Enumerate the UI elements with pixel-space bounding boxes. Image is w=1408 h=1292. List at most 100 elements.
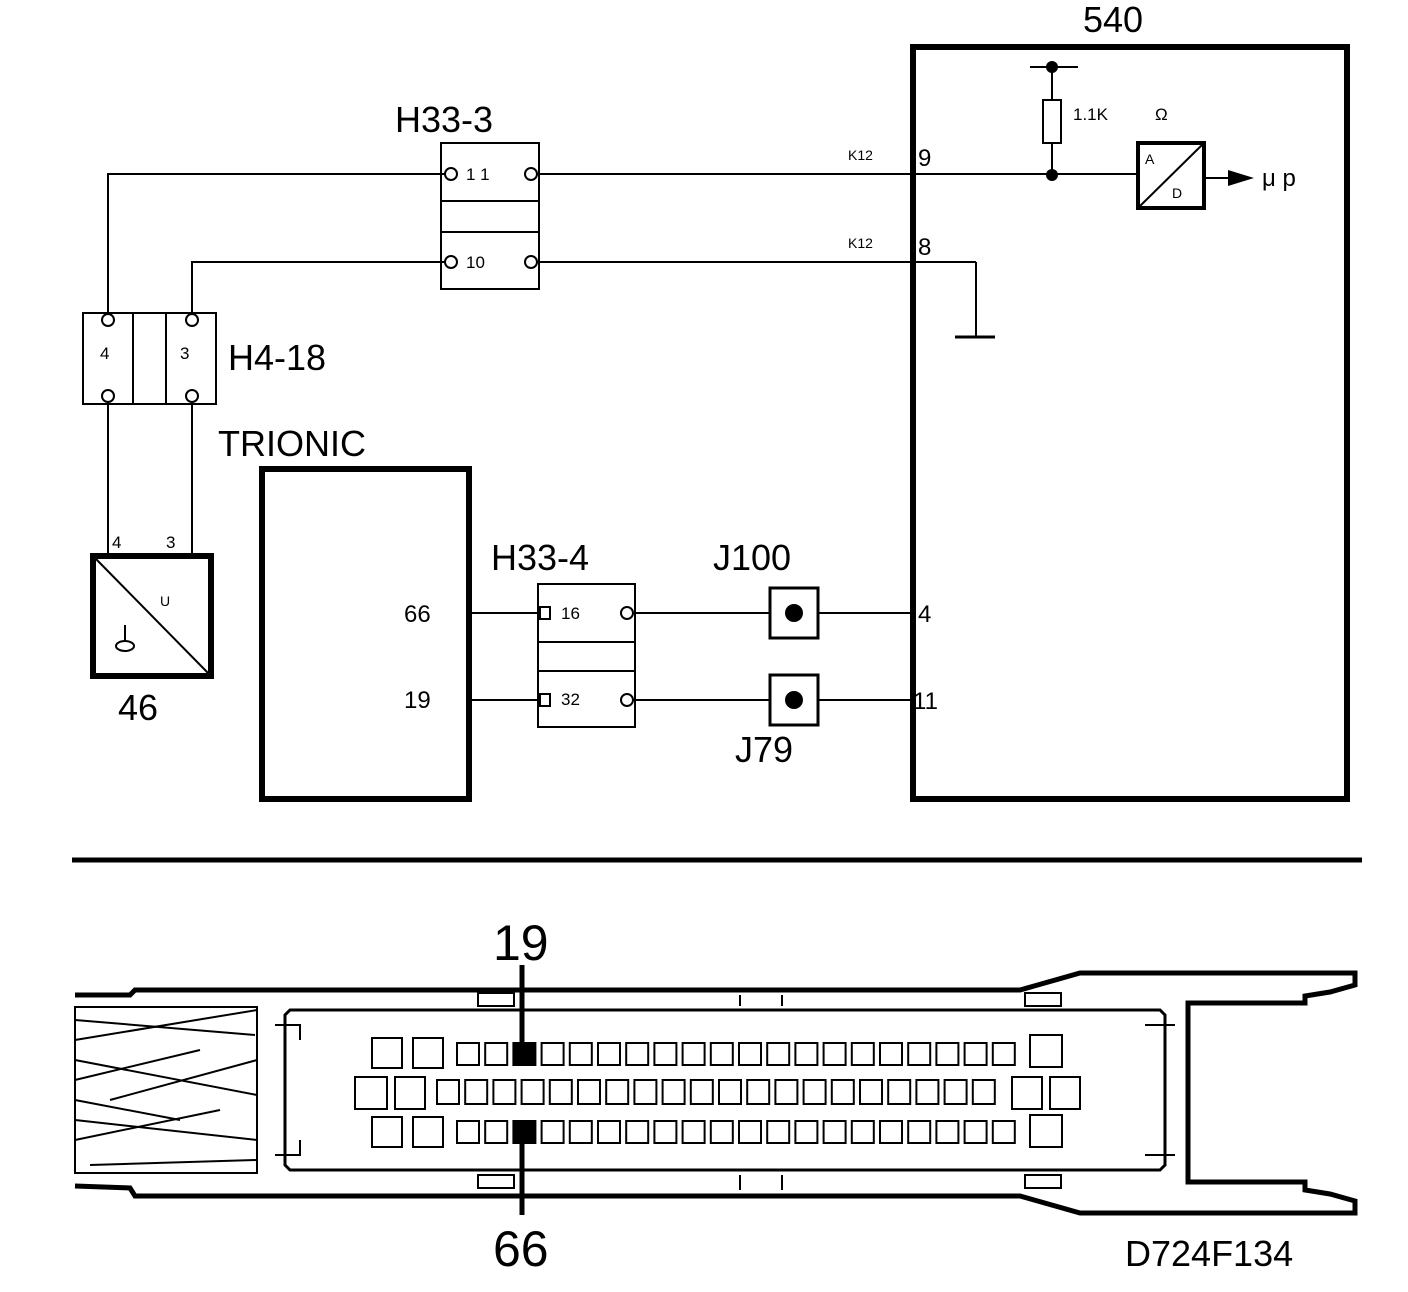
pin-cell [681, 1120, 706, 1144]
pin-cell-large [1011, 1076, 1043, 1110]
j100-terminal [768, 586, 820, 640]
resistor-1-1k [1030, 61, 1078, 181]
sensor-pin-4: 4 [112, 533, 121, 552]
pin-cell-large [1029, 1034, 1063, 1068]
j79-terminal [768, 673, 820, 727]
pin-cell [540, 1120, 565, 1144]
connector-pin-66-label: 66 [493, 1221, 549, 1277]
pin-cell [709, 1120, 734, 1144]
h33-4-connector [537, 583, 636, 728]
wires-trionic [469, 612, 913, 701]
pin-cell [766, 1042, 791, 1066]
ad-converter [1136, 141, 1254, 210]
pin-cell [802, 1079, 827, 1105]
pin-cell [850, 1120, 875, 1144]
j100-label: J100 [713, 537, 791, 578]
sensor-u-label: U [160, 593, 170, 609]
pin-11-label: 11 [913, 688, 938, 715]
pin-cell [850, 1042, 875, 1066]
pin-cell [689, 1079, 714, 1105]
pin-cell [991, 1042, 1016, 1066]
connector-pin-rows [354, 1034, 1081, 1148]
trionic-label: TRIONIC [218, 423, 366, 464]
component-540-label: 540 [1083, 0, 1143, 40]
pin-cell-large [1029, 1114, 1063, 1148]
ad-d-label: D [1172, 185, 1182, 201]
h33-3-pin-10: 10 [466, 253, 485, 272]
pin-cell [464, 1079, 489, 1105]
pin-cell [456, 1120, 480, 1144]
ad-a-label: A [1145, 151, 1155, 167]
pin-cell-large [371, 1037, 403, 1069]
pin-cell [907, 1042, 932, 1066]
pin-cell [597, 1120, 621, 1144]
pin-cell [738, 1042, 762, 1066]
pin-cell [774, 1079, 799, 1105]
pin-cell-large [371, 1116, 403, 1148]
k12-top-label: K12 [848, 147, 873, 163]
sensor-pin-3: 3 [166, 533, 175, 552]
pin-cell [653, 1120, 678, 1144]
pin-cell [830, 1079, 855, 1105]
pin-cell [935, 1120, 960, 1144]
pin-cell [738, 1120, 762, 1144]
pin-cell [879, 1120, 903, 1144]
figure-code: D724F134 [1125, 1233, 1293, 1274]
pin-cell [597, 1042, 621, 1066]
ground-symbol [925, 261, 995, 339]
wires-sensor [107, 402, 193, 556]
pin-cell [935, 1042, 960, 1066]
pin-cell [456, 1042, 480, 1066]
pin-cell [661, 1079, 686, 1105]
pin-8-label: 8 [918, 234, 931, 261]
h4-18-label: H4-18 [228, 337, 326, 378]
pin-cell [766, 1120, 791, 1144]
pin-cell [907, 1120, 932, 1144]
pin-cell [879, 1042, 903, 1066]
pin-cell-19 [512, 1042, 537, 1066]
pin-cell [625, 1120, 650, 1144]
j79-label: J79 [735, 729, 793, 770]
h33-4-label: H33-4 [491, 537, 589, 578]
pin-cell [971, 1079, 996, 1105]
pin-cell-large [1049, 1076, 1081, 1110]
pin-cell [568, 1120, 593, 1144]
pin-cell [963, 1120, 988, 1144]
trionic-box [259, 466, 472, 802]
pin-cell [492, 1079, 517, 1105]
pin-cell [484, 1120, 509, 1144]
pin-cell [540, 1042, 565, 1066]
pin-cell [548, 1079, 573, 1105]
pin-cell-large [394, 1076, 426, 1110]
pin-cell [681, 1042, 706, 1066]
pin-cell-large [412, 1037, 444, 1069]
pin-cell [653, 1042, 678, 1066]
pin-9-label: 9 [918, 145, 931, 172]
pin-cell [943, 1079, 968, 1105]
mu-p-label: μ p [1262, 165, 1296, 192]
ohm-symbol: Ω [1155, 105, 1168, 124]
trionic-pin-66: 66 [404, 601, 431, 628]
h33-4-pin-16: 16 [561, 604, 580, 623]
component-540-box [910, 44, 1350, 802]
pin-cell [991, 1120, 1016, 1144]
h4-18-pin-4: 4 [100, 344, 109, 363]
pin-cell [709, 1042, 734, 1066]
ecu-connector-view [74, 970, 1358, 1216]
pin-cell [963, 1042, 988, 1066]
pin-cell [887, 1079, 912, 1105]
pin-cell [822, 1042, 847, 1066]
pin-4-label: 4 [918, 601, 931, 628]
pin-cell [577, 1079, 601, 1105]
pin-cell-large [354, 1076, 388, 1110]
pin-cell [746, 1079, 771, 1105]
pin-cell [822, 1120, 847, 1144]
pin-cell [605, 1079, 630, 1105]
trionic-pin-19: 19 [404, 687, 431, 714]
h33-4-pin-32: 32 [561, 690, 580, 709]
sensor-46 [90, 553, 214, 679]
h4-18-pin-3: 3 [180, 344, 189, 363]
pin-cell [436, 1079, 460, 1105]
pin-cell [568, 1042, 593, 1066]
